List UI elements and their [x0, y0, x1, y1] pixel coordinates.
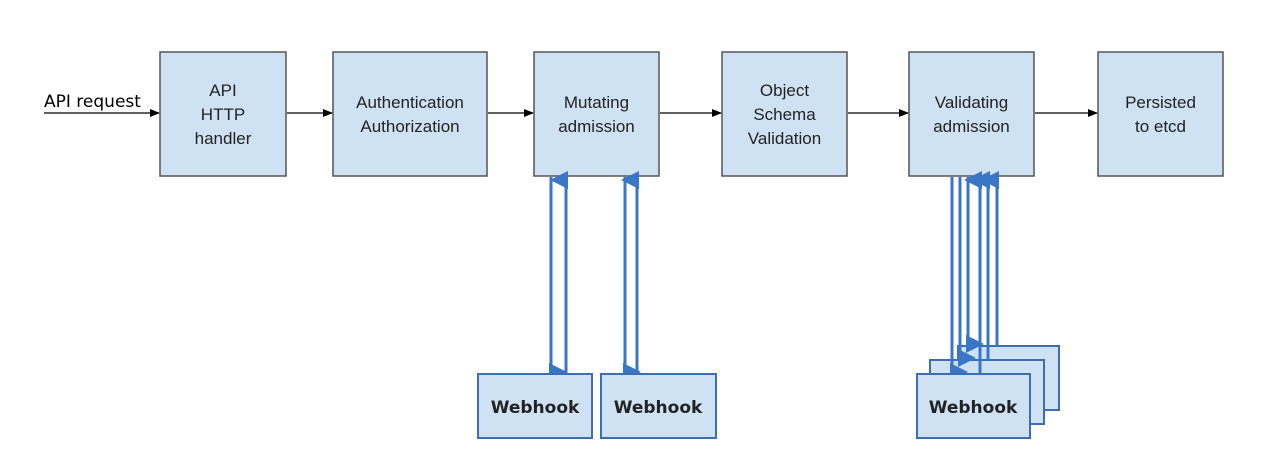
api-http-handler-label: API [209, 81, 236, 100]
api-request-label: API request [44, 92, 141, 112]
api-http-handler-box [159, 51, 287, 177]
mutating-admission-box [533, 51, 660, 177]
object-schema-validation-label: Validation [748, 129, 821, 148]
authentication-authorization-label: Authentication [356, 93, 464, 112]
persisted-to-etcd-label: Persisted [1125, 93, 1196, 112]
persisted-to-etcd-label: to etcd [1135, 117, 1186, 136]
webhook-label-3: Webhook [929, 398, 1018, 418]
validating-admission-label: admission [933, 117, 1010, 136]
validating-admission-label: Validating [935, 93, 1008, 112]
authentication-authorization-box [332, 51, 488, 177]
persisted-to-etcd-box [1097, 51, 1224, 177]
api-http-handler-label: handler [195, 129, 252, 148]
object-schema-validation-label: Schema [753, 105, 816, 124]
webhook-box-3 [916, 373, 1031, 439]
authentication-authorization-label: Authorization [360, 117, 459, 136]
object-schema-validation-box [721, 51, 848, 177]
api-http-handler-label: HTTP [201, 105, 245, 124]
webhook-box-1 [477, 373, 593, 439]
validating-admission-box [908, 51, 1035, 177]
mutating-admission-label: admission [558, 117, 635, 136]
webhook-label-2: Webhook [614, 398, 703, 418]
object-schema-validation-label: Object [760, 81, 809, 100]
mutating-admission-label: Mutating [564, 93, 629, 112]
webhook-label-1: Webhook [491, 398, 580, 418]
webhook-box-2 [600, 373, 717, 439]
